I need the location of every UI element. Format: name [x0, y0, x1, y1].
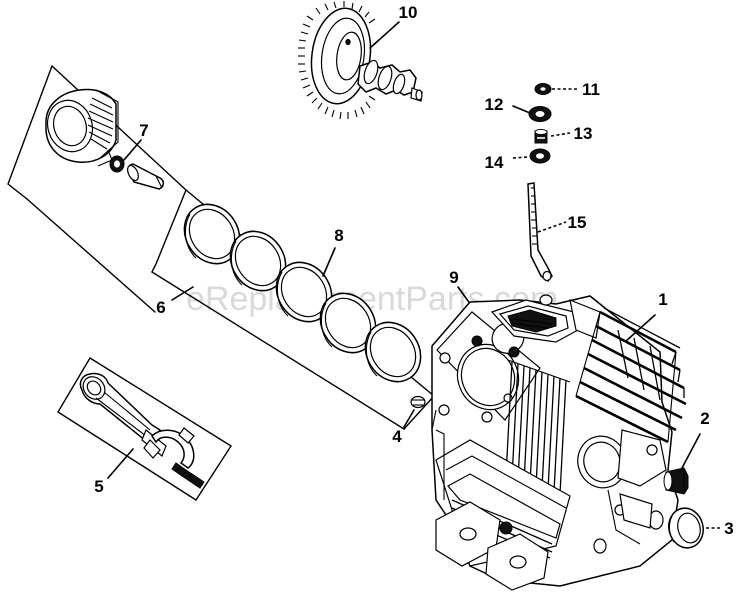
connecting-rod — [79, 372, 167, 457]
oil-seal — [668, 507, 704, 549]
callout-label-5: 5 — [94, 477, 103, 496]
callout-label-9: 9 — [449, 268, 458, 287]
callout-label-2: 2 — [700, 409, 709, 428]
callout-label-7: 7 — [139, 121, 148, 140]
spacer — [534, 128, 548, 144]
leader-4 — [403, 409, 415, 428]
piston-assembly-box — [7, 65, 187, 313]
dowel-pin-lower — [410, 395, 426, 409]
leader-14 — [512, 156, 529, 159]
callout-label-6: 6 — [156, 298, 165, 317]
callout-label-11: 11 — [582, 80, 600, 99]
callout-label-15: 15 — [568, 213, 587, 232]
callout-label-8: 8 — [334, 226, 343, 245]
wrist-pin-retaining-ring — [109, 155, 125, 173]
piston-ring — [364, 321, 422, 383]
piston — [45, 88, 119, 167]
washer-small — [534, 83, 552, 95]
callout-label-3: 3 — [724, 519, 733, 538]
washer-large — [528, 106, 552, 122]
leader-6 — [171, 286, 194, 301]
leader-7 — [123, 139, 142, 161]
callout-label-1: 1 — [658, 290, 667, 309]
crankcase-assembly — [431, 294, 687, 591]
leader-8 — [322, 247, 336, 277]
bent-rod-link — [527, 182, 553, 283]
callout-label-13: 13 — [574, 124, 593, 143]
leader-12 — [512, 105, 531, 114]
leader-9 — [457, 286, 472, 306]
callout-label-4: 4 — [392, 427, 402, 446]
wrist-pin — [127, 163, 164, 190]
callout-label-10: 10 — [399, 3, 418, 22]
nut — [529, 148, 551, 164]
cap-screw — [171, 462, 205, 489]
rod-cap — [143, 427, 195, 469]
connecting-rod-box — [57, 357, 232, 501]
leader-5 — [107, 448, 134, 479]
callout-label-14: 14 — [485, 153, 504, 172]
leader-10 — [369, 21, 400, 49]
callout-label-12: 12 — [485, 95, 504, 114]
leader-2 — [681, 433, 701, 469]
piston-ring — [229, 230, 287, 292]
piston-ring — [183, 203, 241, 265]
leader-15 — [537, 221, 567, 233]
plug — [663, 467, 689, 495]
camshaft-with-gear — [298, 1, 423, 120]
leader-1 — [625, 314, 656, 342]
piston-ring — [275, 261, 333, 323]
piston-ring-set — [183, 203, 422, 383]
